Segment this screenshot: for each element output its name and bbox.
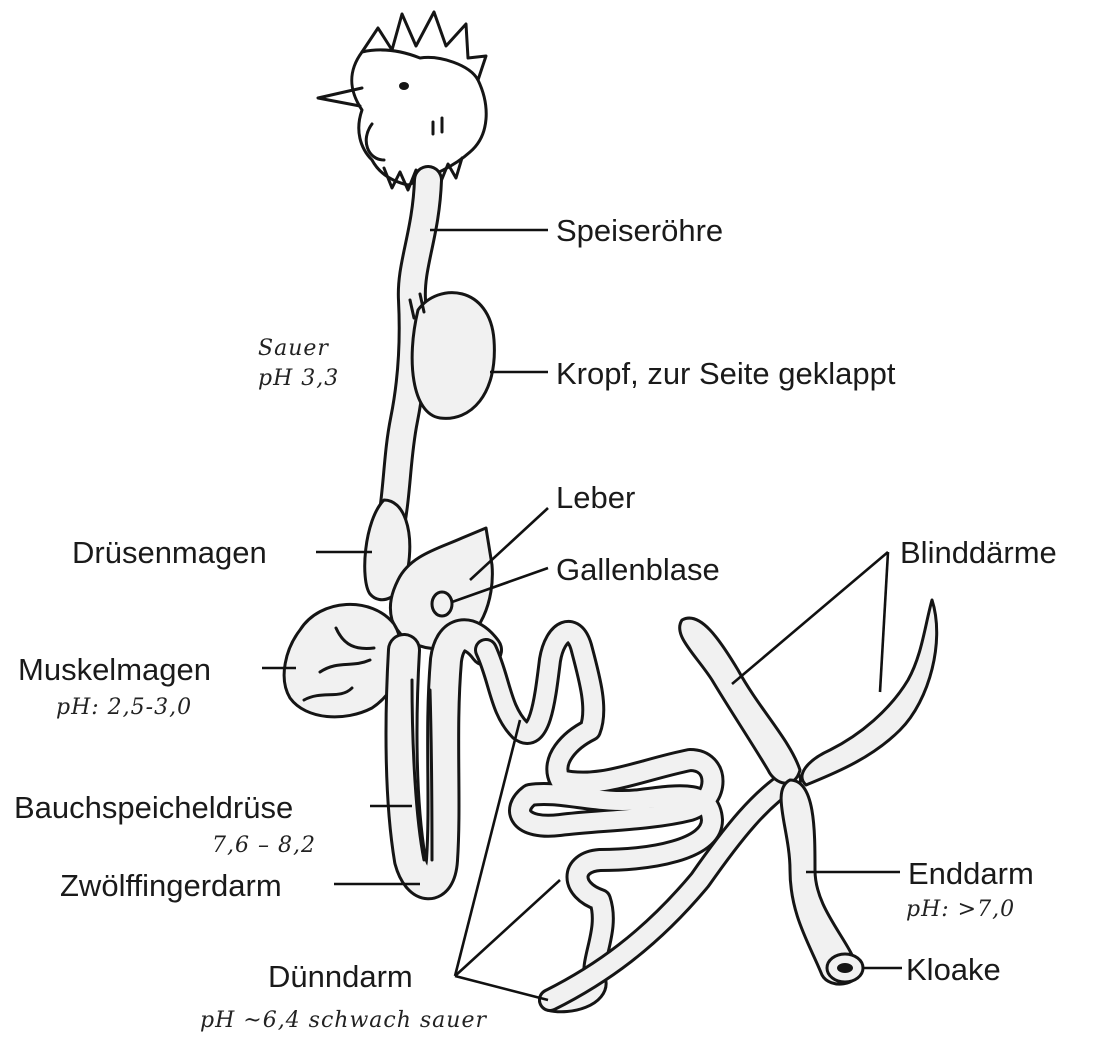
note-muskelmagen-ph: pH: 2,5-3,0 — [56, 695, 192, 720]
label-leber: Leber — [556, 480, 635, 515]
leader-duenndarm-b — [455, 880, 560, 976]
note-kropf-ph: pH 3,3 — [258, 366, 339, 391]
head-outline — [352, 50, 486, 185]
leader-duenndarm-c — [455, 976, 548, 1000]
gallbladder — [432, 592, 452, 616]
note-enddarm-ph: pH: >7,0 — [906, 897, 1015, 922]
label-druesenmagen: Drüsenmagen — [72, 535, 267, 570]
cecum-right — [802, 600, 937, 785]
label-enddarm: Enddarm — [908, 856, 1034, 891]
note-duenndarm-ph: pH ~6,4 schwach sauer — [200, 1008, 487, 1033]
leader-blinddaerme-b — [880, 552, 888, 692]
leader-blinddaerme-a — [732, 552, 888, 684]
label-kloake: Kloake — [906, 952, 1001, 987]
label-gallenblase: Gallenblase — [556, 552, 720, 587]
label-zwoelffingerdarm: Zwölffingerdarm — [60, 868, 282, 903]
small-intestine — [486, 632, 713, 1001]
label-duenndarm: Dünndarm — [268, 959, 413, 994]
ear-mark — [433, 118, 442, 134]
eye — [399, 82, 409, 90]
chicken-head — [318, 12, 486, 190]
label-kropf: Kropf, zur Seite geklappt — [556, 356, 896, 391]
label-bauchspeicheldruese: Bauchspeicheldrüse — [14, 790, 293, 825]
leader-duenndarm-a — [455, 720, 520, 976]
label-muskelmagen: Muskelmagen — [18, 652, 211, 687]
note-bauchspeicheldruese-ph: 7,6 – 8,2 — [212, 833, 316, 858]
note-kropf-sauer: Sauer — [258, 336, 329, 361]
gizzard — [284, 604, 401, 716]
label-blinddaerme: Blinddärme — [900, 535, 1057, 570]
cloaca-opening — [837, 963, 853, 973]
label-speiseroehre: Speiseröhre — [556, 213, 723, 248]
